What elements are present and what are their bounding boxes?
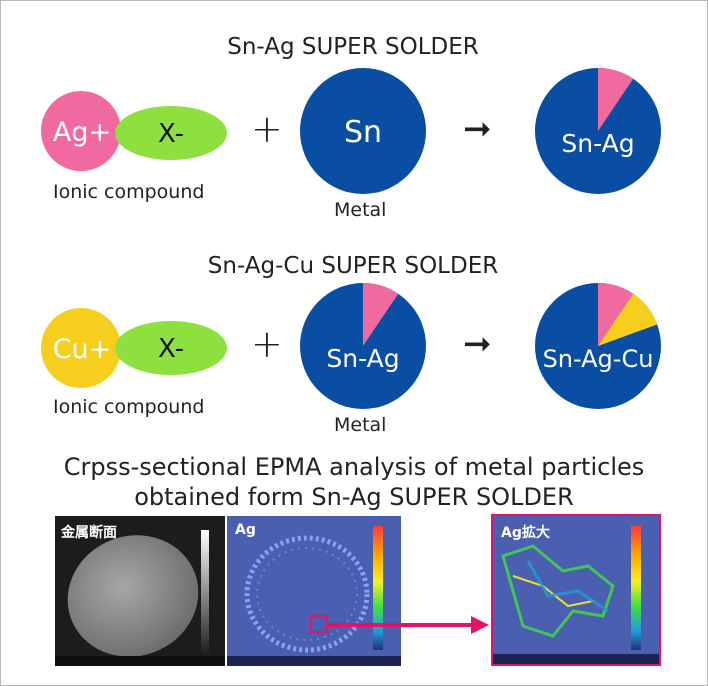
color-scale-bar — [631, 526, 641, 650]
cu-cation-ball — [41, 308, 121, 388]
reaction-diagrams: Ag+ X- Sn Sn-Ag Cu+ X- Sn-Ag — [41, 68, 661, 409]
section-title-sn-ag-cu: Sn-Ag-Cu SUPER SOLDER — [207, 253, 499, 279]
metal-ball-sn-ag: Sn-Ag — [300, 283, 426, 409]
panel-label: Ag拡大 — [501, 525, 550, 541]
epma-panel-ag-zoom: Ag拡大 — [491, 514, 661, 666]
epma-caption-line1: Crpss-sectional EPMA analysis of metal p… — [63, 453, 645, 481]
ag-rim-ring — [244, 535, 370, 653]
ag-cation-ball — [41, 91, 121, 171]
product-label: Sn-Ag — [561, 129, 634, 158]
panel-label: Ag — [235, 522, 256, 538]
epma-panel-ag-map: Ag — [227, 516, 401, 666]
anion-x-ball — [115, 321, 227, 375]
particle-cross-section — [67, 535, 199, 657]
product-label: Sn-Ag-Cu — [543, 345, 654, 373]
reaction-arrow: ➞ — [463, 109, 492, 149]
anion-label: X- — [158, 334, 184, 364]
pie-slice-ag — [598, 68, 634, 131]
color-scale-bar — [373, 526, 383, 650]
metal-label: Metal — [334, 199, 387, 221]
reaction-arrow: ➞ — [463, 324, 492, 364]
zoom-region-marker — [310, 615, 328, 633]
section-title-sn-ag: Sn-Ag SUPER SOLDER — [227, 34, 479, 60]
epma-caption-line2: obtained form Sn-Ag SUPER SOLDER — [134, 483, 574, 511]
cation-label: Cu+ — [53, 334, 112, 365]
anion-x-ball — [115, 106, 227, 160]
product-pie-sn-ag: Sn-Ag — [535, 68, 661, 194]
plus-operator: + — [251, 107, 283, 151]
compound-label: Ionic compound — [53, 181, 205, 203]
intensity-scale-bar — [201, 530, 209, 652]
metal-label: Metal — [334, 414, 387, 436]
anion-label: X- — [158, 119, 184, 149]
ionic-compound-ag: Ag+ X- — [41, 91, 227, 171]
epma-panel-cross-section: 金属断面 — [55, 516, 225, 666]
pie-slice-cu — [598, 293, 658, 346]
plus-operator: + — [251, 322, 283, 366]
pie-slice-ag — [363, 283, 399, 346]
product-pie-sn-ag-cu: Sn-Ag-Cu — [535, 282, 661, 409]
metal-ball-sn: Sn — [300, 68, 426, 194]
compound-label: Ionic compound — [53, 396, 205, 418]
ionic-compound-cu: Cu+ X- — [41, 308, 227, 388]
pie-slice-ag — [598, 282, 634, 346]
metal-ball-label: Sn-Ag — [326, 344, 399, 373]
metal-ball-label: Sn — [344, 115, 382, 150]
panel-label: 金属断面 — [61, 525, 117, 541]
cation-label: Ag+ — [53, 117, 111, 148]
